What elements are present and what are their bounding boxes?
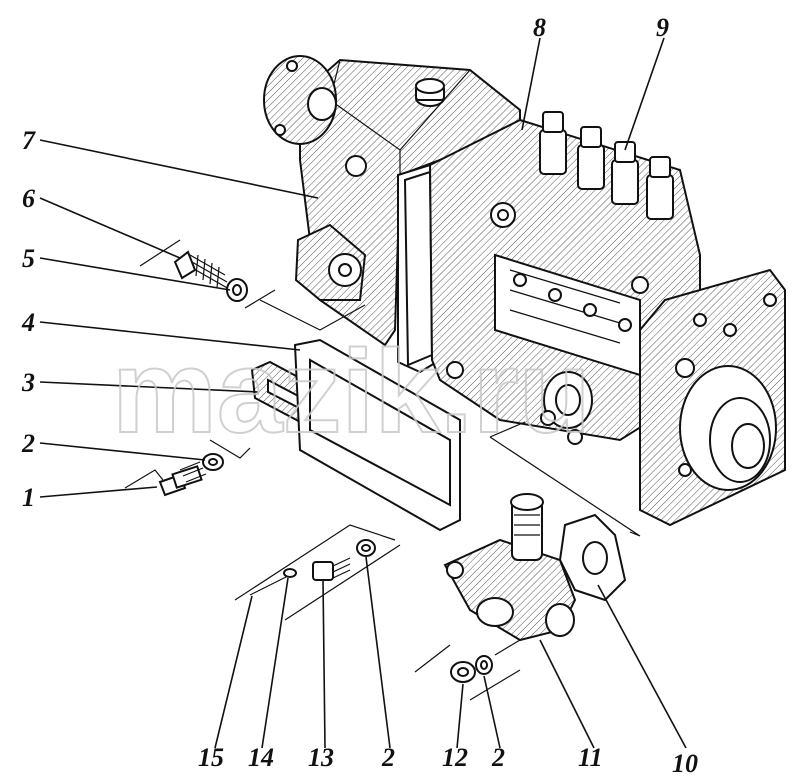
- callout-14: 14: [248, 743, 274, 772]
- callout-2-bottom-right: 2: [491, 743, 505, 772]
- washer-part-2-bottom-left: [356, 539, 376, 557]
- leader-lines: [39, 37, 687, 749]
- callout-15: 15: [198, 743, 224, 772]
- seal-wire-part-15: [249, 574, 291, 596]
- flange-gasket-part-10: [558, 513, 627, 602]
- bracket-parts-13-15: [234, 524, 401, 621]
- assembly-arrow-priming-pump: [489, 421, 641, 537]
- callout-8: 8: [533, 13, 546, 42]
- callout-10: 10: [672, 749, 698, 778]
- callout-2-left: 2: [21, 429, 35, 458]
- bolt-part-1: [158, 461, 207, 497]
- seal-part-14: [283, 568, 297, 578]
- washer-part-2-bottom-right: [475, 655, 493, 675]
- bracket-parts-5-6: [139, 239, 366, 331]
- callout-2-bottom-left: 2: [381, 743, 395, 772]
- callout-9: 9: [656, 13, 669, 42]
- screw-part-13: [312, 557, 351, 581]
- callout-7: 7: [22, 126, 36, 155]
- bracket-parts-12-2: [414, 639, 521, 701]
- priming-pump-part-11: [443, 493, 577, 642]
- gasket-part-4: [293, 338, 461, 532]
- callout-5: 5: [22, 244, 35, 273]
- bracket-parts-1-2: [124, 439, 251, 489]
- delivery-valve-holders: [539, 111, 674, 220]
- washer-part-2-left: [202, 453, 224, 471]
- callout-1: 1: [22, 483, 35, 512]
- callout-3: 3: [21, 368, 35, 397]
- callout-4: 4: [21, 308, 35, 337]
- callout-11: 11: [578, 743, 603, 772]
- injection-pump-body: [263, 55, 786, 527]
- nut-part-12: [450, 661, 476, 683]
- callout-12: 12: [442, 743, 468, 772]
- callout-13: 13: [308, 743, 334, 772]
- watermark: mazik.ru: [112, 326, 591, 458]
- spring-part-6: [173, 250, 230, 290]
- callout-6: 6: [22, 184, 35, 213]
